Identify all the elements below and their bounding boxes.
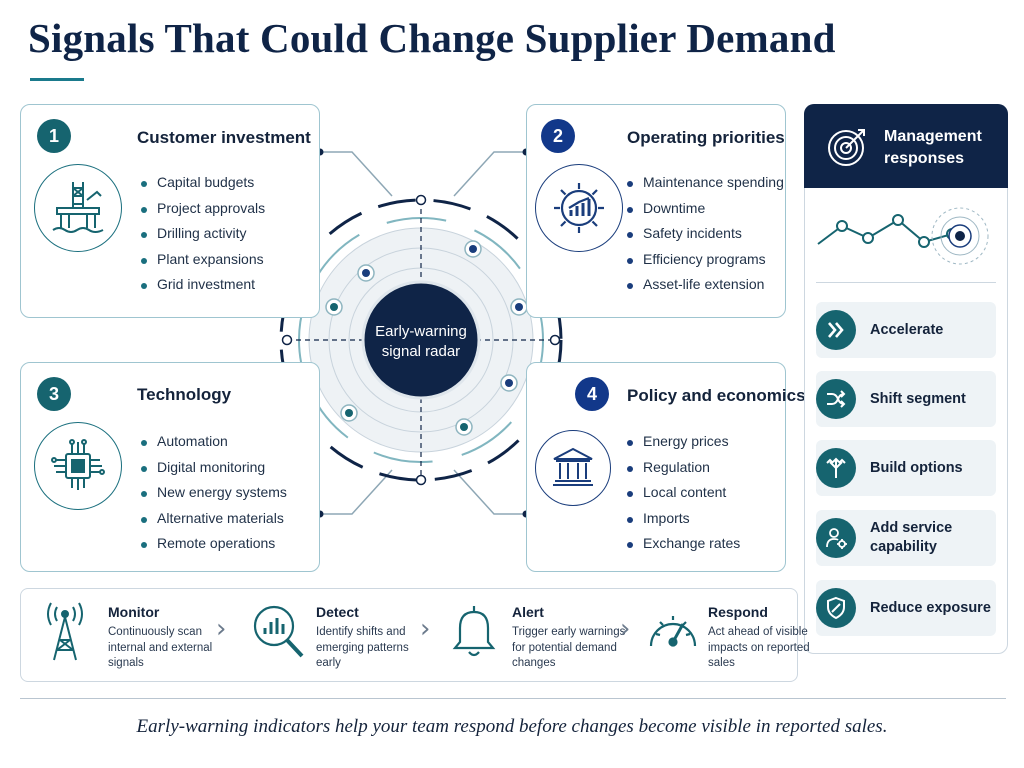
connector-line-4 bbox=[453, 469, 526, 515]
list-item: Automation bbox=[141, 429, 287, 455]
list-item: Project approvals bbox=[141, 196, 265, 222]
list-item: Efficiency programs bbox=[627, 247, 784, 273]
list-item: Imports bbox=[627, 506, 740, 532]
chip-icon bbox=[34, 422, 122, 510]
list-item: Local content bbox=[627, 480, 740, 506]
list-item: Energy prices bbox=[627, 429, 740, 455]
card-number-2: 2 bbox=[541, 119, 575, 153]
step-desc-alert: Trigger early warnings for potential dem… bbox=[512, 626, 626, 669]
page-title: Signals That Could Change Supplier Deman… bbox=[28, 15, 836, 61]
gear-chart-icon bbox=[535, 164, 623, 252]
card-number-4: 4 bbox=[575, 377, 609, 411]
radar-outer-ring bbox=[279, 198, 563, 482]
step-title-respond: Respond bbox=[708, 604, 768, 620]
step-title-alert: Alert bbox=[512, 604, 544, 620]
response-reduce-exposure: Reduce exposure bbox=[816, 580, 996, 636]
radar-signal-dots bbox=[325, 240, 528, 436]
list-technology: Automation Digital monitoring New energy… bbox=[141, 429, 287, 557]
chevron-right-icon: › bbox=[420, 614, 431, 644]
footer-divider bbox=[20, 698, 1006, 699]
double-chevron-icon bbox=[816, 310, 856, 350]
title-underline bbox=[30, 78, 84, 81]
connector-line-2 bbox=[453, 151, 526, 197]
list-item: Downtime bbox=[627, 196, 784, 222]
list-item: Regulation bbox=[627, 455, 740, 481]
response-build-options: Build options bbox=[816, 440, 996, 496]
radar-center bbox=[361, 280, 481, 400]
connector-line-3 bbox=[320, 469, 393, 515]
gauge-icon bbox=[646, 606, 700, 659]
step-desc-monitor: Continuously scan internal and external … bbox=[108, 626, 213, 669]
oil-rig-icon bbox=[34, 164, 122, 252]
signal-trend-line bbox=[817, 207, 989, 265]
shuffle-icon bbox=[816, 379, 856, 419]
split-arrows-icon bbox=[816, 448, 856, 488]
step-title-monitor: Monitor bbox=[108, 604, 160, 620]
person-gear-icon bbox=[816, 518, 856, 558]
list-item: Grid investment bbox=[141, 272, 265, 298]
shield-icon bbox=[816, 588, 856, 628]
chevron-right-icon: › bbox=[620, 614, 631, 644]
card-number-3: 3 bbox=[37, 377, 71, 411]
footer-caption: Early-warning indicators help your team … bbox=[136, 716, 888, 737]
list-item: Alternative materials bbox=[141, 506, 287, 532]
list-item: Plant expansions bbox=[141, 247, 265, 273]
response-add-service: Add service capability bbox=[816, 510, 996, 566]
response-accelerate: Accelerate bbox=[816, 302, 996, 358]
list-item: Capital budgets bbox=[141, 170, 265, 196]
bell-icon bbox=[450, 602, 498, 665]
list-item: Exchange rates bbox=[627, 531, 740, 557]
list-item: Safety incidents bbox=[627, 221, 784, 247]
response-shift-segment: Shift segment bbox=[816, 371, 996, 427]
chevron-right-icon: › bbox=[216, 614, 227, 644]
target-icon bbox=[826, 124, 870, 173]
list-item: Maintenance spending bbox=[627, 170, 784, 196]
card-title-policy-economics: Policy and economics bbox=[627, 386, 806, 405]
step-title-detect: Detect bbox=[316, 604, 359, 620]
management-title: Management responses bbox=[884, 128, 982, 167]
magnifier-chart-icon bbox=[250, 602, 308, 667]
radar-diagram bbox=[279, 148, 563, 518]
card-title-customer-investment: Customer investment bbox=[137, 128, 311, 147]
radar-center-label: Early-warning signal radar bbox=[375, 323, 467, 360]
list-policy-economics: Energy prices Regulation Local content I… bbox=[627, 429, 740, 557]
bank-icon bbox=[535, 430, 611, 506]
antenna-icon bbox=[40, 600, 90, 669]
panel-divider bbox=[816, 282, 996, 283]
card-title-operating-priorities: Operating priorities bbox=[627, 128, 785, 147]
list-customer-investment: Capital budgets Project approvals Drilli… bbox=[141, 170, 265, 298]
management-header bbox=[804, 104, 1008, 188]
list-operating-priorities: Maintenance spending Downtime Safety inc… bbox=[627, 170, 784, 298]
list-item: Drilling activity bbox=[141, 221, 265, 247]
card-title-technology: Technology bbox=[137, 385, 232, 404]
step-desc-detect: Identify shifts and emerging patterns ea… bbox=[316, 626, 409, 669]
list-item: Remote operations bbox=[141, 531, 287, 557]
step-desc-respond: Act ahead of visible impacts on reported… bbox=[708, 626, 810, 669]
process-flow bbox=[20, 588, 798, 682]
list-item: New energy systems bbox=[141, 480, 287, 506]
list-item: Asset-life extension bbox=[627, 272, 784, 298]
connector-line-1 bbox=[320, 151, 393, 197]
list-item: Digital monitoring bbox=[141, 455, 287, 481]
card-number-1: 1 bbox=[37, 119, 71, 153]
